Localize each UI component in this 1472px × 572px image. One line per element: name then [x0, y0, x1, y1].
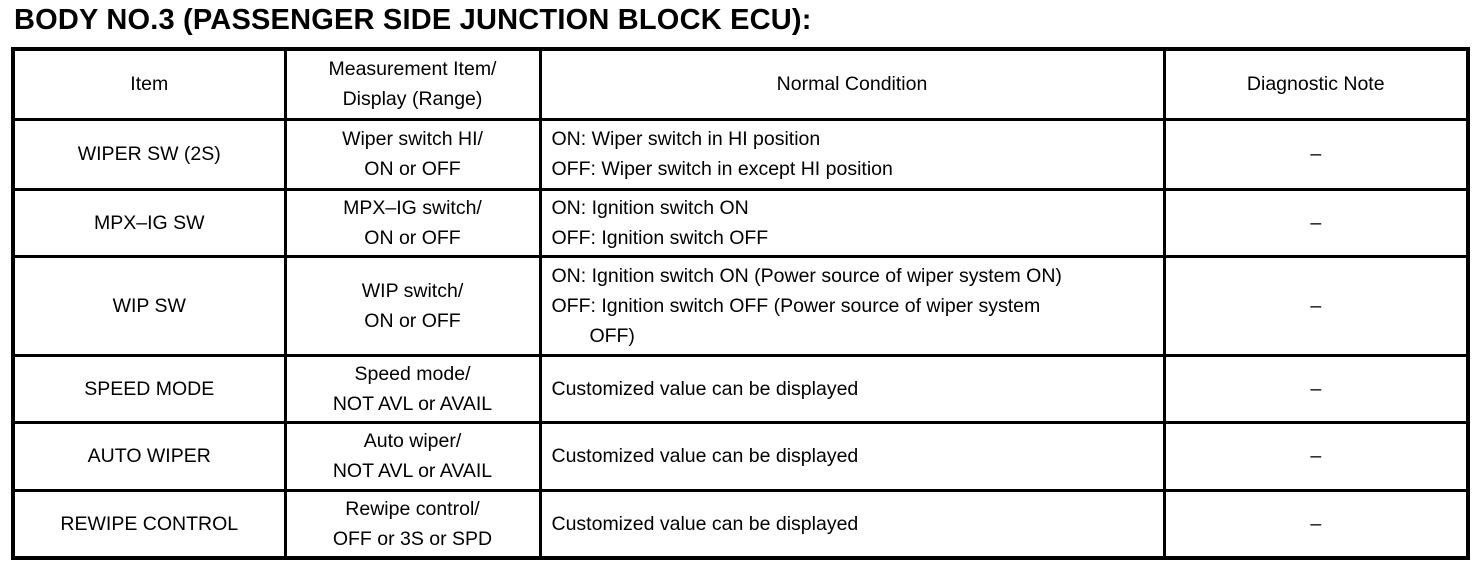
- normal-condition-cell: Customized value can be displayed: [538, 488, 1166, 559]
- normal-condition-cell: ON: Wiper switch in HI position OFF: Wip…: [538, 117, 1166, 191]
- column-header-normal-condition: Normal Condition: [538, 47, 1166, 121]
- table-row: WIP SW WIP switch/ ON or OFF ON: Ignitio…: [11, 254, 1470, 357]
- diagnostic-note-cell: –: [1162, 254, 1470, 357]
- measurement-cell: WIP switch/ ON or OFF: [283, 254, 542, 357]
- diagnostic-note-cell: –: [1162, 488, 1470, 559]
- diagnostic-note-cell: –: [1162, 353, 1470, 424]
- normal-condition-cell: ON: Ignition switch ON (Power source of …: [538, 254, 1166, 357]
- diagnostic-note-cell: –: [1162, 117, 1470, 191]
- column-header-item: Item: [11, 47, 287, 121]
- measurement-cell: Wiper switch HI/ ON or OFF: [283, 117, 542, 191]
- table-header-row: Item Measurement Item/ Display (Range) N…: [11, 47, 1470, 121]
- item-cell: REWIPE CONTROL: [11, 488, 287, 559]
- table-row: SPEED MODE Speed mode/ NOT AVL or AVAIL …: [11, 353, 1470, 424]
- item-cell: AUTO WIPER: [11, 420, 287, 492]
- item-cell: WIPER SW (2S): [11, 117, 287, 191]
- table-row: WIPER SW (2S) Wiper switch HI/ ON or OFF…: [11, 117, 1470, 191]
- table-row: MPX–IG SW MPX–IG switch/ ON or OFF ON: I…: [11, 187, 1470, 258]
- measurement-cell: Speed mode/ NOT AVL or AVAIL: [283, 353, 542, 424]
- item-cell: SPEED MODE: [11, 353, 287, 424]
- item-cell: MPX–IG SW: [11, 187, 287, 258]
- diagnostic-note-cell: –: [1162, 187, 1470, 258]
- table-row: AUTO WIPER Auto wiper/ NOT AVL or AVAIL …: [11, 420, 1470, 492]
- item-cell: WIP SW: [11, 254, 287, 357]
- page-title: BODY NO.3 (PASSENGER SIDE JUNCTION BLOCK…: [14, 4, 812, 36]
- measurement-cell: MPX–IG switch/ ON or OFF: [283, 187, 542, 258]
- measurement-cell: Auto wiper/ NOT AVL or AVAIL: [283, 420, 542, 492]
- normal-condition-cell: Customized value can be displayed: [538, 353, 1166, 424]
- diagnostic-note-cell: –: [1162, 420, 1470, 492]
- ecu-data-table: Item Measurement Item/ Display (Range) N…: [11, 47, 1470, 560]
- column-header-measurement: Measurement Item/ Display (Range): [283, 47, 542, 121]
- normal-condition-cell: ON: Ignition switch ON OFF: Ignition swi…: [538, 187, 1166, 258]
- normal-condition-cell: Customized value can be displayed: [538, 420, 1166, 492]
- measurement-cell: Rewipe control/ OFF or 3S or SPD: [283, 488, 542, 559]
- table-row: REWIPE CONTROL Rewipe control/ OFF or 3S…: [11, 488, 1470, 559]
- column-header-diagnostic-note: Diagnostic Note: [1162, 47, 1470, 121]
